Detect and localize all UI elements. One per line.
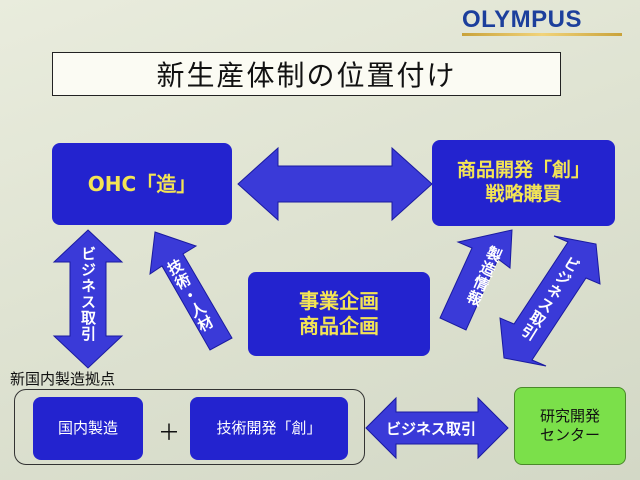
arrow-manufacturing-info (439, 229, 513, 331)
ohc-box: OHC「造」 (52, 143, 232, 225)
domestic-label: 国内製造 (57, 419, 118, 438)
rnd-line2: センター (539, 426, 600, 444)
tech-dev-box: 技術開発「創」 (190, 397, 348, 460)
marketing-line1: 商品開発「創」 (456, 159, 590, 182)
plus-sign: ＋ (158, 421, 181, 446)
arrow-domestic-rnd (365, 396, 509, 460)
arrow-marketing-rnd (499, 235, 601, 367)
marketing-line2: 戦略購買 (485, 183, 562, 205)
section-label: 新国内製造拠点 (10, 370, 116, 388)
domestic-group-frame (14, 389, 365, 465)
rnd-box: 研究開発 センター (514, 387, 626, 465)
planning-box: 事業企画 商品企画 (248, 272, 430, 356)
olympus-logo: OLYMPUS (462, 6, 582, 33)
marketing-box: 商品開発「創」 戦略購買 (432, 140, 615, 226)
planning-line1: 事業企画 (299, 289, 379, 313)
arrow-ohc-domestic (52, 229, 124, 369)
label-biz-transactions-left: ビジネス取引 (79, 246, 97, 342)
label-biz-transactions-bottom: ビジネス取引 (386, 420, 477, 438)
ohc-label: OHC「造」 (87, 171, 197, 196)
domestic-box: 国内製造 (33, 397, 143, 460)
planning-line2: 商品企画 (299, 314, 379, 338)
arrow-ohc-marketing (237, 146, 433, 222)
arrow-tech-people (149, 231, 233, 351)
rnd-line1: 研究開発 (539, 407, 600, 426)
logo-underline (462, 33, 622, 36)
page-title: 新生産体制の位置付け (52, 52, 561, 96)
tech-dev-label: 技術開発「創」 (216, 419, 322, 438)
